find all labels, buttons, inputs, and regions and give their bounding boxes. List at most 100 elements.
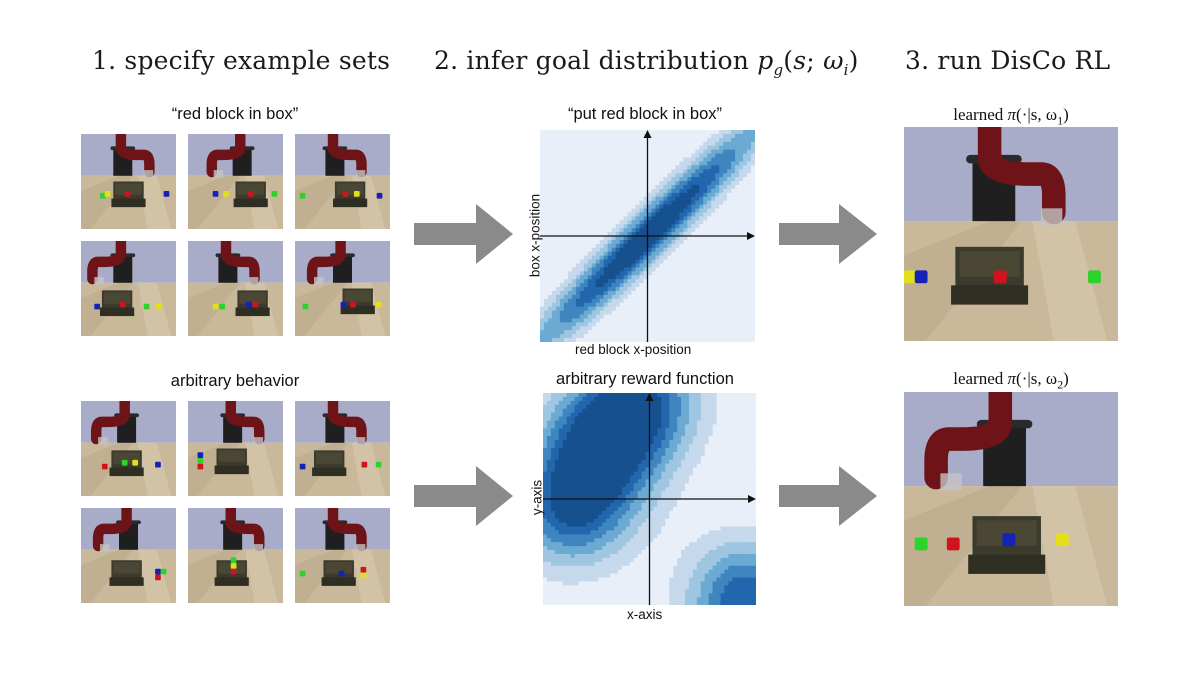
contour-cell [667,306,672,312]
contour-cell [645,436,651,441]
contour-cell [711,224,716,229]
contour-cell [683,302,688,308]
contour-cell [579,200,585,206]
contour-cell [692,510,698,516]
contour-cell [751,232,755,237]
contour-cell [635,200,641,206]
contour-cell [732,447,737,453]
contour-cell [688,463,694,469]
contour-cell [669,447,674,453]
contour-cell [643,302,649,308]
contour-cell [712,495,718,500]
contour-cell [735,153,740,159]
contour-cell [655,326,661,331]
contour-cell [681,538,686,543]
contour-cell [700,432,706,437]
contour-cell [667,271,672,276]
contour-cell [731,259,736,265]
contour-cell [598,522,603,528]
contour-cell [567,208,573,214]
contour-cell [751,263,755,269]
contour-cell [587,177,593,182]
contour-cell [663,232,669,237]
contour-cell [563,137,569,143]
contour-cell [707,228,712,233]
contour-cell [752,506,756,512]
contour-cell [614,393,619,398]
contour-cell [635,165,641,170]
contour-cell [571,338,577,342]
contour-cell [696,408,702,414]
contour-cell [655,306,661,312]
contour-cell [703,192,708,198]
contour-cell [591,236,597,241]
contour-cell [543,487,548,492]
contour-cell [559,298,565,304]
contour-cell [629,510,635,516]
contour-cell [703,322,708,327]
contour-cell [720,499,726,504]
contour-cell [695,204,700,210]
contour-cell [607,283,613,288]
contour-cell [623,137,629,143]
contour-cell [582,412,587,418]
contour-cell [607,290,613,296]
contour-cell [681,444,686,449]
contour-cell [659,334,665,339]
contour-cell [555,188,561,194]
contour-cell [692,412,698,418]
contour-cell [635,259,641,265]
contour-cell [639,263,645,269]
contour-cell [587,302,593,308]
contour-cell [740,424,745,429]
contour-cell [703,232,708,237]
contour-cell [625,404,631,410]
contour-cell [540,318,545,323]
contour-cell [566,436,572,441]
contour-cell [699,271,704,276]
contour-cell [582,471,587,477]
contour-cell [703,153,708,159]
contour-cell [651,216,657,221]
contour-cell [748,510,753,516]
contour-cell [637,506,643,512]
contour-cell [649,499,655,504]
step-3-number: 3. [905,46,930,75]
contour-cell [731,141,736,147]
contour-cell [606,404,611,410]
contour-cell [621,475,627,480]
contour-cell [649,479,655,484]
contour-cell [571,255,577,261]
contour-cell [543,161,549,166]
contour-cell [619,318,625,323]
contour-cell [679,314,684,320]
contour-cell [643,330,649,335]
contour-cell [671,157,676,163]
contour-cell [724,510,729,516]
contour-cell [594,467,599,473]
contour-cell [687,279,692,284]
contour-cell [732,471,737,477]
contour-cell [696,393,702,398]
contour-cell [551,165,557,170]
contour-cell [679,283,684,288]
contour-cell [587,314,593,320]
contour-cell [559,220,565,225]
contour-cell [607,287,613,292]
contour-cell [603,251,609,257]
contour-cell [591,173,597,178]
contour-cell [571,165,577,170]
contour-cell [570,467,576,473]
contour-cell [653,538,658,543]
contour-cell [621,471,627,477]
contour-cell [546,487,552,492]
contour-cell [606,393,611,398]
contour-cell [633,475,639,480]
contour-cell [627,204,633,210]
contour-cell [639,212,645,217]
contour-cell [610,404,615,410]
contour-cell [712,408,718,414]
contour-cell [739,338,744,342]
contour-cell [590,510,595,516]
contour-cell [655,208,661,214]
